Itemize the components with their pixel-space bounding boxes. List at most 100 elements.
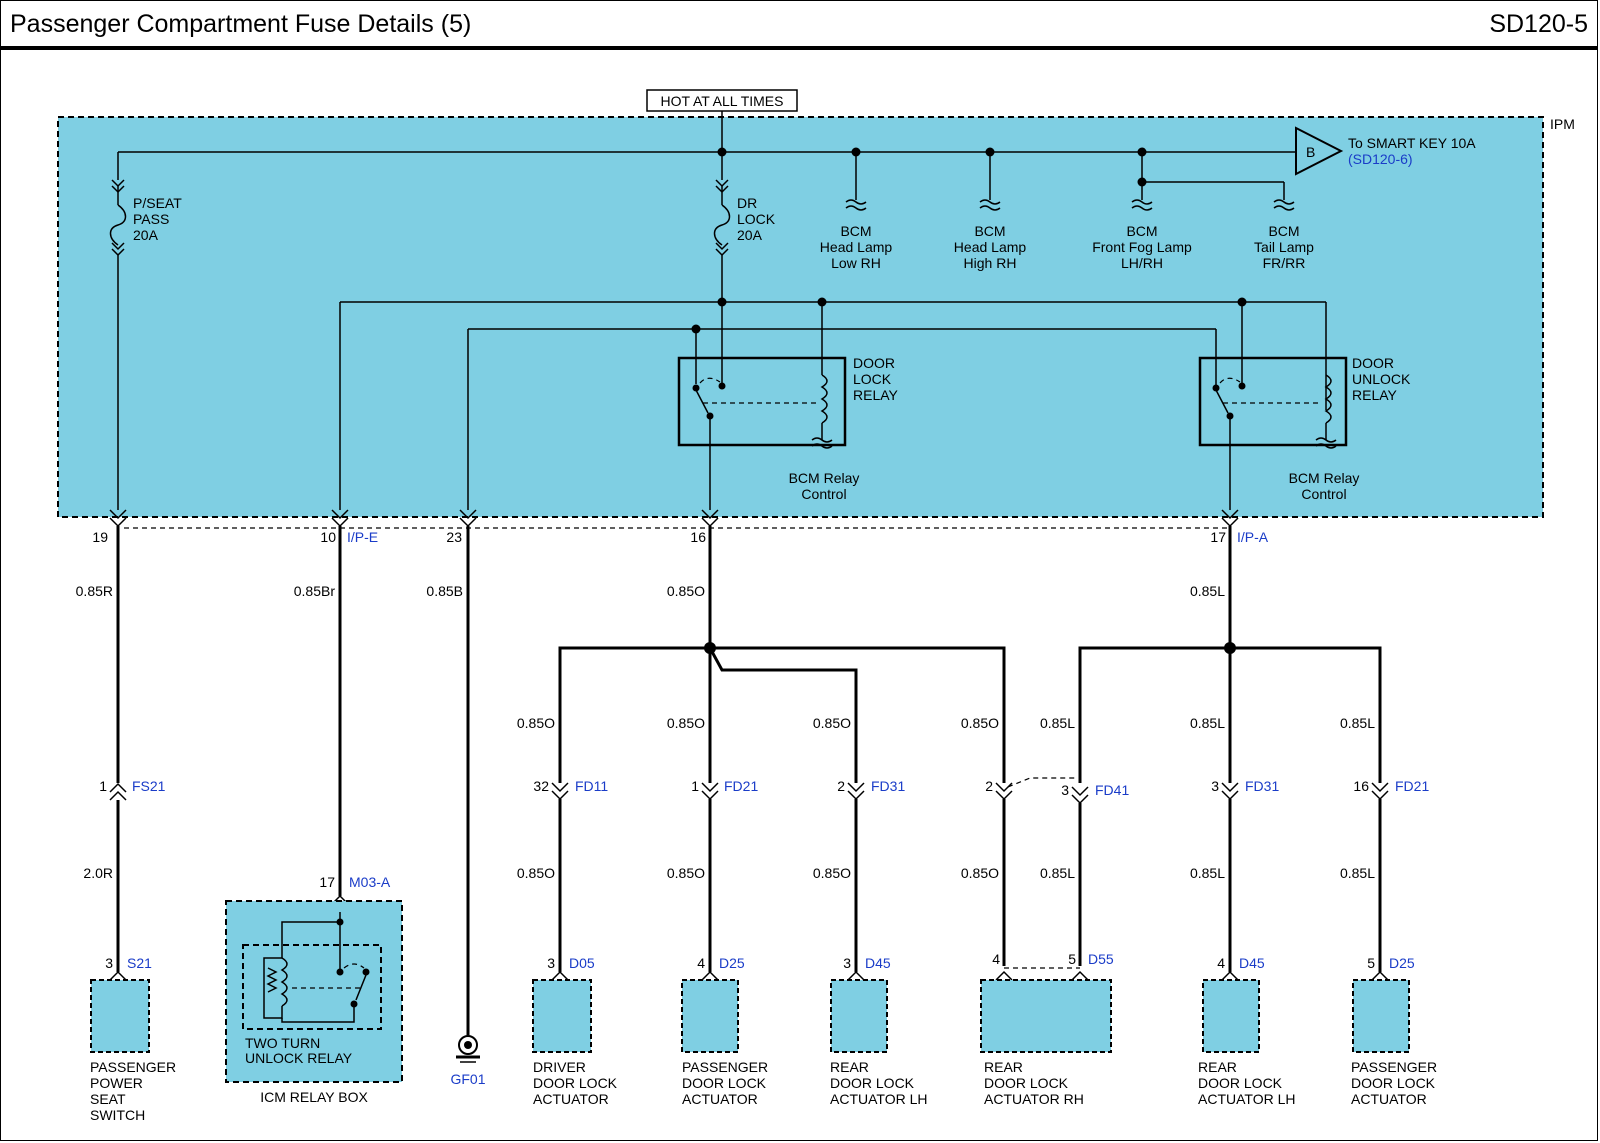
svg-text:32: 32	[533, 778, 549, 794]
passenger-power-seat-switch: 3 S21 PASSENGER POWER SEAT SWITCH	[90, 955, 176, 1123]
svg-text:SEAT: SEAT	[90, 1091, 126, 1107]
svg-text:17: 17	[319, 874, 335, 890]
svg-text:Head Lamp: Head Lamp	[954, 239, 1027, 255]
svg-text:D45: D45	[865, 955, 891, 971]
svg-text:REAR: REAR	[1198, 1059, 1237, 1075]
svg-text:BCM Relay: BCM Relay	[1289, 470, 1360, 486]
svg-text:ACTUATOR RH: ACTUATOR RH	[984, 1091, 1084, 1107]
svg-text:0.85O: 0.85O	[517, 865, 555, 881]
svg-text:REAR: REAR	[830, 1059, 869, 1075]
svg-text:0.85L: 0.85L	[1190, 715, 1225, 731]
svg-text:Low RH: Low RH	[831, 255, 881, 271]
driver-door-lock-actuator: 3 D05 DRIVER DOOR LOCK ACTUATOR	[532, 955, 618, 1107]
svg-text:DOOR LOCK: DOOR LOCK	[682, 1075, 767, 1091]
icm-relay-box: 17 M03-A TWO TURN UNLOCK RELAY ICM RELAY…	[225, 874, 403, 1105]
connector-fd41: 3 FD41	[1061, 782, 1129, 805]
wire-0.85Br: 0.85Br	[294, 583, 336, 599]
svg-text:23: 23	[446, 529, 462, 545]
svg-text:16: 16	[690, 529, 706, 545]
svg-text:GF01: GF01	[450, 1071, 485, 1087]
svg-text:D45: D45	[1239, 955, 1265, 971]
svg-text:0.85O: 0.85O	[667, 715, 705, 731]
svg-text:ACTUATOR: ACTUATOR	[682, 1091, 758, 1107]
svg-text:DOOR LOCK: DOOR LOCK	[1198, 1075, 1283, 1091]
svg-text:TWO TURN: TWO TURN	[245, 1035, 320, 1051]
svg-text:5: 5	[1367, 955, 1375, 971]
svg-text:PASSENGER: PASSENGER	[90, 1059, 176, 1075]
svg-text:FD31: FD31	[1245, 778, 1279, 794]
svg-text:FD31: FD31	[871, 778, 905, 794]
svg-text:FD21: FD21	[724, 778, 758, 794]
svg-text:4: 4	[697, 955, 705, 971]
connector-fs21: 1 FS21	[99, 778, 166, 801]
svg-text:FR/RR: FR/RR	[1263, 255, 1306, 271]
wire-0.85O-main: 0.85O	[667, 583, 705, 599]
svg-text:Front Fog Lamp: Front Fog Lamp	[1092, 239, 1192, 255]
svg-text:UNLOCK: UNLOCK	[1352, 371, 1411, 387]
svg-text:3: 3	[843, 955, 851, 971]
svg-text:FD11: FD11	[575, 778, 608, 794]
smart-key-to: To SMART KEY 10A	[1348, 135, 1476, 151]
wire-0.85B: 0.85B	[426, 583, 463, 599]
svg-text:0.85L: 0.85L	[1190, 865, 1225, 881]
svg-text:4: 4	[1217, 955, 1225, 971]
svg-text:D05: D05	[569, 955, 595, 971]
svg-text:0.85O: 0.85O	[517, 715, 555, 731]
svg-text:LH/RH: LH/RH	[1121, 255, 1163, 271]
hot-label: HOT AT ALL TIMES	[661, 93, 784, 109]
connector-fd21-16: 16 FD21	[1353, 778, 1429, 801]
svg-text:P/SEAT: P/SEAT	[133, 195, 182, 211]
svg-text:2.0R: 2.0R	[83, 865, 113, 881]
svg-text:ACTUATOR LH: ACTUATOR LH	[1198, 1091, 1296, 1107]
ipm-label: IPM	[1550, 116, 1575, 132]
svg-text:DOOR LOCK: DOOR LOCK	[830, 1075, 915, 1091]
svg-text:DOOR: DOOR	[853, 355, 895, 371]
svg-text:FS21: FS21	[132, 778, 166, 794]
svg-text:0.85O: 0.85O	[813, 715, 851, 731]
svg-text:10: 10	[320, 529, 336, 545]
svg-text:BCM: BCM	[1126, 223, 1157, 239]
connector-fd11: 32 FD11	[533, 778, 608, 801]
bcm-load-head-lamp-high-rh: BCM Head Lamp High RH	[954, 152, 1027, 271]
bcm-load-tail-lamp: BCM Tail Lamp FR/RR	[1142, 181, 1314, 271]
svg-text:3: 3	[105, 955, 113, 971]
svg-text:Tail Lamp: Tail Lamp	[1254, 239, 1314, 255]
svg-text:BCM: BCM	[974, 223, 1005, 239]
smart-key-connector	[1295, 126, 1344, 176]
svg-text:20A: 20A	[133, 227, 159, 243]
connector-fd31-3: 3 FD31	[1211, 778, 1279, 801]
smart-key-pin: B	[1306, 144, 1315, 160]
svg-text:Control: Control	[801, 486, 846, 502]
svg-text:REAR: REAR	[984, 1059, 1023, 1075]
svg-text:RELAY: RELAY	[853, 387, 899, 403]
svg-text:ICM RELAY BOX: ICM RELAY BOX	[260, 1089, 368, 1105]
rear-door-lock-actuator-rh: 4 5 D55 REAR DOOR LOCK ACTUATOR RH	[980, 951, 1114, 1107]
svg-text:PASSENGER: PASSENGER	[682, 1059, 768, 1075]
connector-fd21-1: 1 FD21	[691, 778, 758, 801]
svg-text:BCM: BCM	[840, 223, 871, 239]
svg-text:PASSENGER: PASSENGER	[1351, 1059, 1437, 1075]
svg-text:16: 16	[1353, 778, 1369, 794]
wire-0.85L-main: 0.85L	[1190, 583, 1225, 599]
page-code: SD120-5	[1489, 10, 1588, 38]
smart-key-ref: (SD120-6)	[1348, 151, 1413, 167]
svg-text:DOOR LOCK: DOOR LOCK	[533, 1075, 618, 1091]
svg-text:D55: D55	[1088, 951, 1114, 967]
door-lock-relay: DOOR LOCK RELAY BCM Relay Control	[677, 302, 899, 510]
rear-door-lock-actuator-lh-2: 4 D45 REAR DOOR LOCK ACTUATOR LH	[1198, 955, 1296, 1107]
svg-text:LOCK: LOCK	[853, 371, 892, 387]
fuse-pseat-pass: P/SEAT PASS 20A	[109, 179, 182, 257]
svg-text:0.85O: 0.85O	[813, 865, 851, 881]
svg-text:0.85L: 0.85L	[1040, 715, 1075, 731]
svg-text:M03-A: M03-A	[349, 874, 391, 890]
svg-text:2: 2	[837, 778, 845, 794]
svg-text:FD41: FD41	[1095, 782, 1129, 798]
svg-text:I/P-A: I/P-A	[1237, 529, 1269, 545]
svg-text:ACTUATOR: ACTUATOR	[1351, 1091, 1427, 1107]
svg-text:0.85L: 0.85L	[1040, 865, 1075, 881]
connector-fd31-2: 2 FD31	[837, 778, 905, 801]
wire-0.85R: 0.85R	[76, 583, 113, 599]
svg-text:2: 2	[985, 778, 993, 794]
